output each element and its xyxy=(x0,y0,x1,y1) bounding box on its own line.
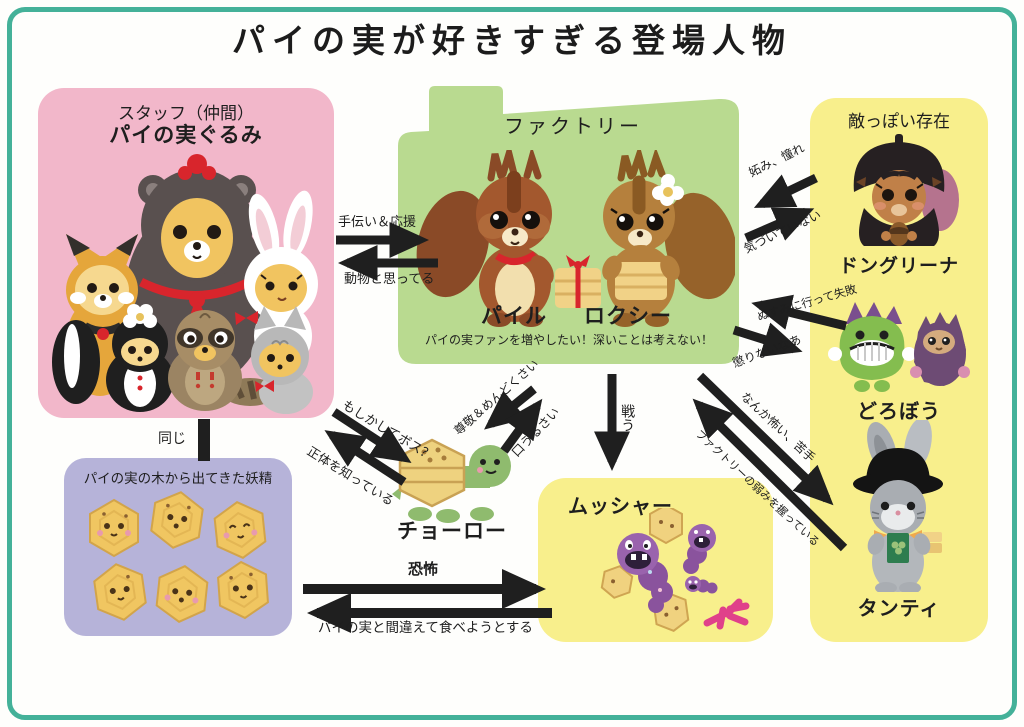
roxie-squirrel-character xyxy=(602,150,735,327)
pie-fairy xyxy=(89,498,139,558)
pie-fairies-illustration xyxy=(89,491,269,623)
gift-pie-stack xyxy=(555,255,601,308)
label-fight: 戦う xyxy=(620,404,637,432)
staff-box-subtitle: スタッフ（仲間） xyxy=(118,104,254,123)
mussha-caterpillar-small xyxy=(685,576,718,594)
staff-box-title: パイの実ぐるみ xyxy=(109,124,263,147)
factory-caption: パイの実ファンを増やしたい！深いことは考えない！ xyxy=(424,333,713,347)
pie-fairy xyxy=(150,491,204,549)
page-title: パイの実が好きすぎる登場人物 xyxy=(232,22,792,59)
mussha-group-box: ムッシャー xyxy=(538,478,773,642)
cat-costume-character xyxy=(251,306,313,414)
arrow-envy xyxy=(753,173,818,209)
tanuki-costume-character xyxy=(168,310,278,411)
pie-piece xyxy=(600,565,634,599)
pie-fairy xyxy=(217,560,269,620)
pyle-name-label: パイル xyxy=(481,305,547,328)
factory-characters-illustration xyxy=(416,150,735,327)
staff-characters-illustration xyxy=(52,154,318,414)
chourou-name-label: チョーロー xyxy=(397,520,507,543)
dongurina-name-label: ドングリーナ xyxy=(838,256,959,277)
pie-fairy xyxy=(93,563,147,621)
factory-title: ファクトリー xyxy=(504,116,642,138)
pie-piece xyxy=(649,508,683,545)
thieves-name-label: どろぼう xyxy=(857,401,941,423)
label-mistake-eat: パイの実と間違えて食べようとする xyxy=(318,620,533,635)
chourou-illustration xyxy=(392,438,511,523)
label-scary: なんか怖い、苦手 xyxy=(738,389,818,465)
pie-fairy xyxy=(213,501,267,559)
enemy-group-box: 敵っぽい存在 ドングリーナ xyxy=(810,98,988,642)
tanty-name-label: タンティ xyxy=(857,598,941,620)
dongurina-illustration xyxy=(853,134,959,246)
label-same: 同じ xyxy=(158,430,186,446)
thieves-illustration xyxy=(828,302,970,392)
mussha-caterpillar-medium xyxy=(683,524,716,574)
mussha-name-label: ムッシャー xyxy=(568,496,673,518)
roxie-name-label: ロクシー xyxy=(584,305,672,328)
label-envy: 妬み、憧れ xyxy=(746,140,807,180)
mussha-illustration xyxy=(600,508,750,632)
tanty-illustration xyxy=(853,420,943,592)
label-help: 手伝い＆応援 xyxy=(338,214,417,229)
label-think-animals: 動物と思ってる xyxy=(344,271,435,286)
skunk-costume-character xyxy=(52,304,174,412)
pyle-squirrel-character xyxy=(416,150,554,327)
pink-splat xyxy=(703,598,750,630)
enemy-box-title: 敵っぽい存在 xyxy=(848,112,950,131)
fairy-box-title: パイの実の木から出てきた妖精 xyxy=(83,471,273,486)
fairy-group-box: パイの実の木から出てきた妖精 xyxy=(64,458,292,636)
label-fear: 恐怖 xyxy=(408,561,439,578)
mussha-caterpillar-large xyxy=(617,533,673,613)
pie-fairy xyxy=(155,565,209,623)
